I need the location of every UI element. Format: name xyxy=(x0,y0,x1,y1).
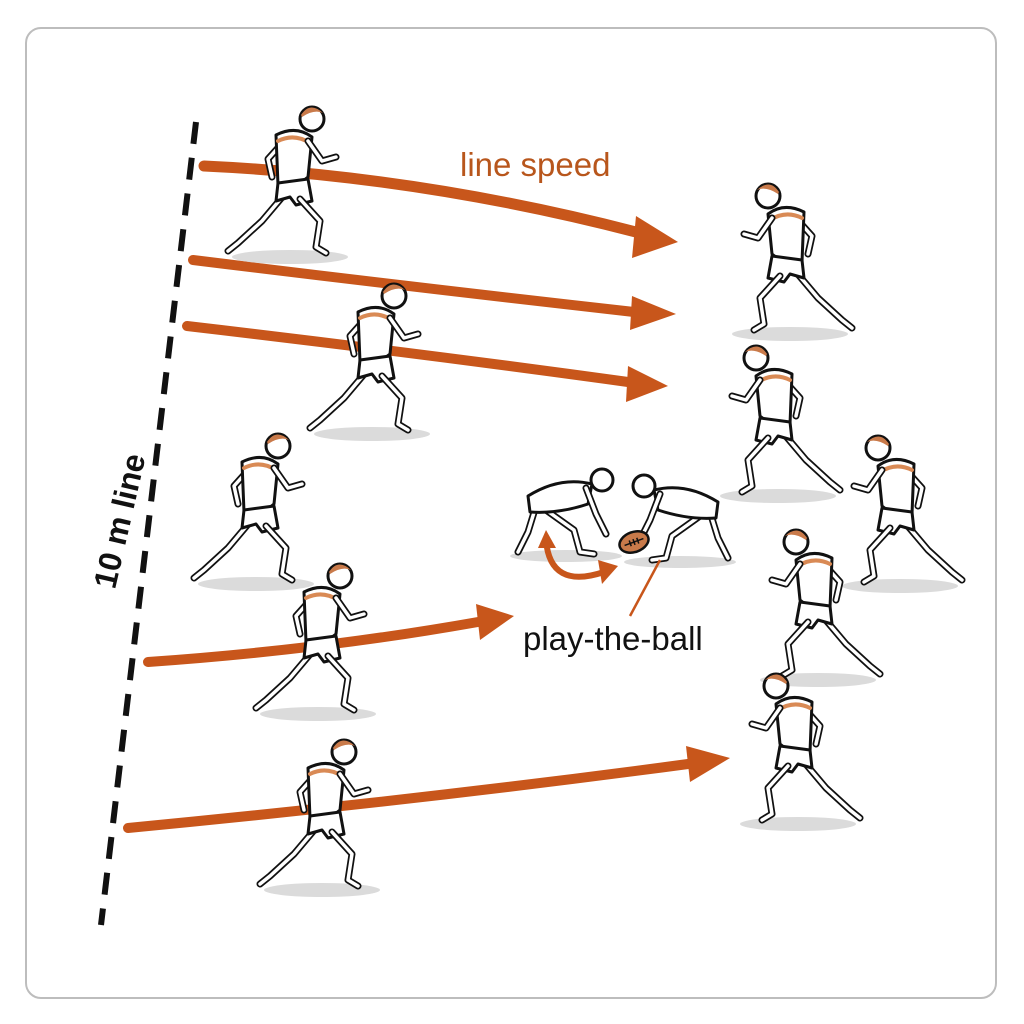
runner-icon xyxy=(732,184,852,341)
runner-icon xyxy=(194,434,314,591)
runner-icon xyxy=(310,284,430,441)
runner-icon xyxy=(760,530,880,687)
attacking-runners xyxy=(194,107,430,897)
runner-icon xyxy=(260,740,380,897)
arrow-2 xyxy=(188,255,676,330)
runner-icon xyxy=(740,674,860,831)
defending-runners xyxy=(720,184,962,831)
play-the-ball-group xyxy=(510,469,736,617)
runner-icon xyxy=(720,346,840,503)
arrow-5 xyxy=(123,746,730,833)
ten-m-line xyxy=(98,121,199,926)
diagram-frame xyxy=(25,27,997,999)
runner-icon xyxy=(624,475,736,568)
play-the-ball-label: play-the-ball xyxy=(523,620,703,657)
rugby-ball-icon xyxy=(618,530,650,554)
runner-icon xyxy=(842,436,962,593)
runner-icon xyxy=(228,107,348,264)
line-speed-label: line speed xyxy=(460,146,611,183)
arrow-3 xyxy=(182,321,668,402)
runner-icon xyxy=(510,469,622,562)
arrow-1 xyxy=(198,160,678,258)
